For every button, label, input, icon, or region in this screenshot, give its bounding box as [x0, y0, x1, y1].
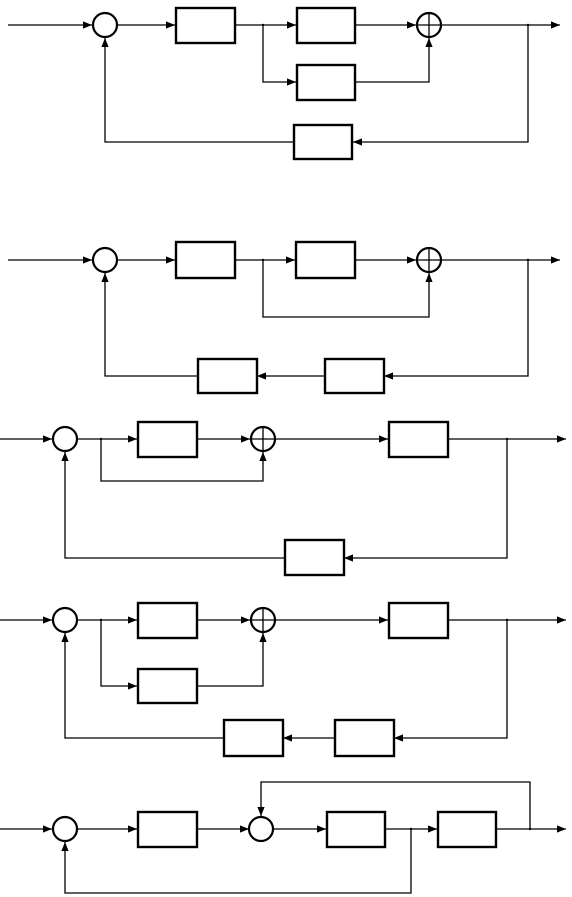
block-diagram-1	[8, 6, 560, 161]
bypass-line	[262, 260, 433, 318]
summing-junction	[51, 815, 79, 843]
feedback-block	[222, 718, 285, 758]
feedback-line	[344, 439, 508, 562]
summing-junction	[247, 815, 275, 843]
branch-point	[261, 258, 265, 262]
transfer-block	[295, 63, 357, 102]
feedback-line	[101, 273, 198, 377]
summing-junction	[91, 11, 119, 39]
transfer-block	[294, 240, 357, 280]
transfer-block	[136, 667, 199, 705]
feedback-line	[353, 25, 529, 146]
summing-junction	[249, 606, 277, 634]
feedback-line	[394, 620, 508, 742]
transfer-block	[174, 6, 237, 45]
branch-point	[409, 827, 413, 831]
branch-point	[261, 23, 265, 27]
summing-junction	[415, 11, 443, 39]
feedback-line	[384, 260, 529, 380]
branch-point	[526, 23, 530, 27]
branch-point	[99, 437, 103, 441]
summing-junction	[91, 246, 119, 274]
feedback-block	[323, 357, 386, 395]
transfer-block	[174, 240, 237, 280]
feedback-block	[283, 538, 346, 577]
feedback-block	[333, 718, 396, 758]
feedback-line	[101, 38, 294, 143]
summing-junction	[415, 246, 443, 274]
transfer-block	[136, 601, 199, 640]
block-diagram-5	[0, 781, 566, 894]
signal-line	[197, 633, 267, 687]
branch-line	[100, 620, 137, 690]
bypass-line	[100, 439, 267, 482]
transfer-block	[387, 420, 450, 459]
feedback-block	[292, 123, 354, 161]
branch-point	[528, 827, 532, 831]
transfer-block	[136, 810, 199, 849]
block-diagram-3	[0, 420, 566, 577]
feedback-block	[196, 357, 259, 395]
summing-junction	[51, 606, 79, 634]
feedback-line	[257, 781, 531, 829]
transfer-block	[136, 420, 199, 459]
transfer-block	[295, 6, 357, 45]
branch-line	[262, 25, 296, 86]
feedback-line	[61, 452, 285, 559]
block-diagram-2	[8, 240, 560, 395]
transfer-block	[387, 601, 450, 640]
transfer-block	[325, 810, 387, 849]
branch-point	[505, 437, 509, 441]
summing-junction	[51, 425, 79, 453]
branch-point	[99, 618, 103, 622]
branch-point	[505, 618, 509, 622]
summing-junction	[249, 425, 277, 453]
branch-point	[526, 258, 530, 262]
signal-line	[355, 38, 433, 83]
block-diagram-4	[0, 601, 566, 758]
feedback-line	[61, 633, 224, 739]
transfer-block	[436, 810, 498, 849]
feedback-line	[61, 829, 412, 894]
